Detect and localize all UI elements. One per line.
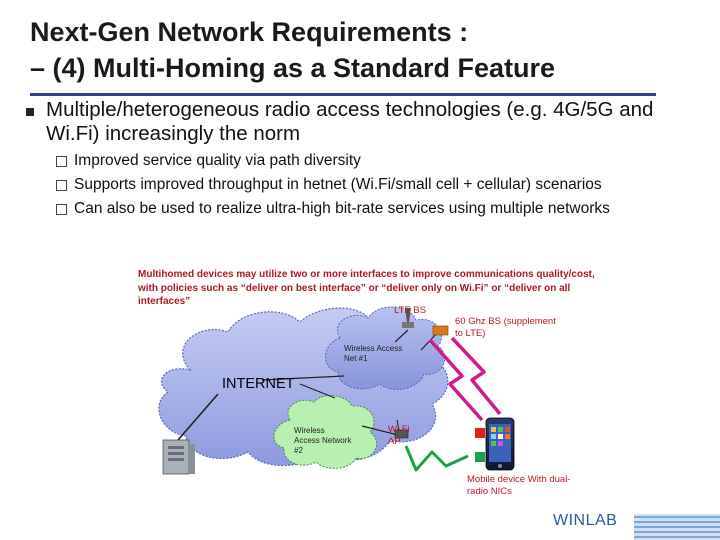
winlab-banner-icon xyxy=(634,514,720,540)
sub-bullet-item: Improved service quality via path divers… xyxy=(56,151,716,175)
wifi-ap-label: Wi.Fi AP xyxy=(388,424,410,447)
checkbox-bullet-icon xyxy=(56,204,67,215)
lte-tower-icon xyxy=(402,308,414,328)
slide-title-line-2: – (4) Multi-Homing as a Standard Feature xyxy=(30,53,556,83)
wifi-nic-icon xyxy=(475,452,485,462)
lte-link xyxy=(394,329,409,343)
checkbox-bullet-icon xyxy=(56,156,67,167)
wan1-link xyxy=(261,375,345,381)
sub-bullet-text: Can also be used to realize ultra-high b… xyxy=(74,200,610,217)
lte-nic-icon xyxy=(475,428,485,438)
60ghz-bs-label: 60 Ghz BS (supplement to LTE) xyxy=(455,316,556,339)
wireless-access-net-2-label: Wireless Access Network #2 xyxy=(294,426,352,455)
title-underline xyxy=(30,93,656,96)
square-bullet-icon xyxy=(26,108,34,116)
wireless-access-net-2-cloud-icon xyxy=(273,395,377,469)
wifi-ap-icon xyxy=(394,419,409,439)
mobile-device-label: Mobile device With dual-radio NICs xyxy=(467,474,571,497)
lte-bs-label: LTE BS xyxy=(394,305,427,316)
wifi-wireless-signal-icon xyxy=(404,445,469,472)
checkbox-bullet-icon xyxy=(56,180,67,191)
main-bullet-text: Multiple/heterogeneous radio access tech… xyxy=(46,98,654,145)
slide-title: Next-Gen Network Requirements : – (4) Mu… xyxy=(30,14,670,86)
server-icon xyxy=(162,439,195,475)
winlab-logo: WINLAB xyxy=(553,512,618,529)
diagram-annotation: Multihomed devices may utilize two or mo… xyxy=(138,269,595,307)
sub-bullet-text: Improved service quality via path divers… xyxy=(74,152,361,169)
slide-title-line-1: Next-Gen Network Requirements : xyxy=(30,17,469,47)
server-link xyxy=(177,393,219,441)
internet-label: INTERNET xyxy=(222,376,295,392)
wireless-access-net-1-label: Wireless Access Net #1 xyxy=(344,344,403,363)
sub-bullet-list: Improved service quality via path divers… xyxy=(56,151,716,223)
wireless-access-net-1-cloud-icon xyxy=(325,306,445,390)
sub-bullet-item: Supports improved throughput in hetnet (… xyxy=(56,175,716,199)
wifi-link xyxy=(361,425,399,436)
ghz-wireless-signal-icon xyxy=(428,338,484,422)
mobile-phone-icon xyxy=(485,417,515,471)
sub-bullet-text: Supports improved throughput in hetnet (… xyxy=(74,176,602,193)
lte-wireless-signal-icon xyxy=(450,336,502,416)
60ghz-bs-icon xyxy=(432,325,449,336)
wan2-link xyxy=(299,383,336,399)
sub-bullet-item: Can also be used to realize ultra-high b… xyxy=(56,199,716,223)
